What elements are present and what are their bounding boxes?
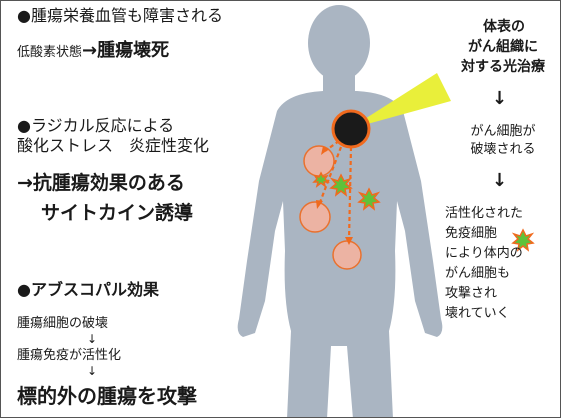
section3-step2: 腫瘍免疫が活性化 bbox=[17, 348, 122, 363]
right-p2-line3: により体内の bbox=[445, 246, 523, 261]
section3-result: 標的外の腫瘍を攻撃 bbox=[17, 384, 197, 408]
right-p1-line2: 破壊される bbox=[470, 142, 536, 157]
immune-cell-icon bbox=[312, 171, 330, 188]
immune-cell-icon bbox=[357, 187, 381, 211]
necrosis-label: →腫瘍壊死 bbox=[82, 40, 170, 61]
immune-cell-icon bbox=[329, 173, 353, 197]
light-beam bbox=[349, 73, 451, 129]
right-arrow2: ↓ bbox=[492, 170, 508, 191]
immune-cells bbox=[312, 171, 535, 252]
right-heading-line2: がん組織に bbox=[468, 39, 538, 55]
section3-step1: 腫瘍細胞の破壊 bbox=[17, 316, 109, 331]
section1-line2: 低酸素状態→腫瘍壊死 bbox=[17, 40, 170, 62]
human-silhouette bbox=[237, 5, 443, 417]
right-p2-line1: 活性化された bbox=[445, 206, 524, 221]
right-arrow1: ↓ bbox=[492, 88, 508, 109]
section1-line1: ●腫瘍栄養血管も障害される bbox=[17, 6, 223, 25]
section2-line2: 酸化ストレス 炎症性変化 bbox=[17, 136, 210, 155]
section2-bold2: サイトカイン誘導 bbox=[41, 202, 194, 224]
right-p2-line2: 免疫細胞 bbox=[445, 226, 498, 241]
metastasis-circle bbox=[332, 240, 362, 270]
right-p2-line4: がん細胞も bbox=[445, 266, 511, 281]
immune-cell-legend-icon bbox=[511, 228, 535, 252]
right-p2-line5: 攻撃され bbox=[445, 286, 498, 301]
section3-arrow1: ↓ bbox=[87, 332, 98, 346]
hypoxia-label: 低酸素状態 bbox=[17, 45, 83, 60]
section3-arrow2: ↓ bbox=[87, 364, 98, 378]
section2-line1: ●ラジカル反応による bbox=[17, 116, 175, 135]
metastasis-circle bbox=[303, 145, 335, 177]
right-heading-line1: 体表の bbox=[483, 19, 525, 35]
right-p2-line6: 壊れていく bbox=[445, 306, 510, 321]
right-p1-line1: がん細胞が bbox=[470, 124, 536, 139]
section2-bold1: →抗腫瘍効果のある bbox=[17, 172, 185, 194]
section3-heading: ●アブスコパル効果 bbox=[17, 280, 159, 299]
metastasis-sites bbox=[299, 145, 362, 270]
right-heading-line3: 対する光治療 bbox=[461, 59, 545, 75]
metastasis-circle bbox=[299, 201, 331, 233]
primary-tumor bbox=[331, 109, 371, 149]
arrow-heads bbox=[316, 146, 353, 245]
